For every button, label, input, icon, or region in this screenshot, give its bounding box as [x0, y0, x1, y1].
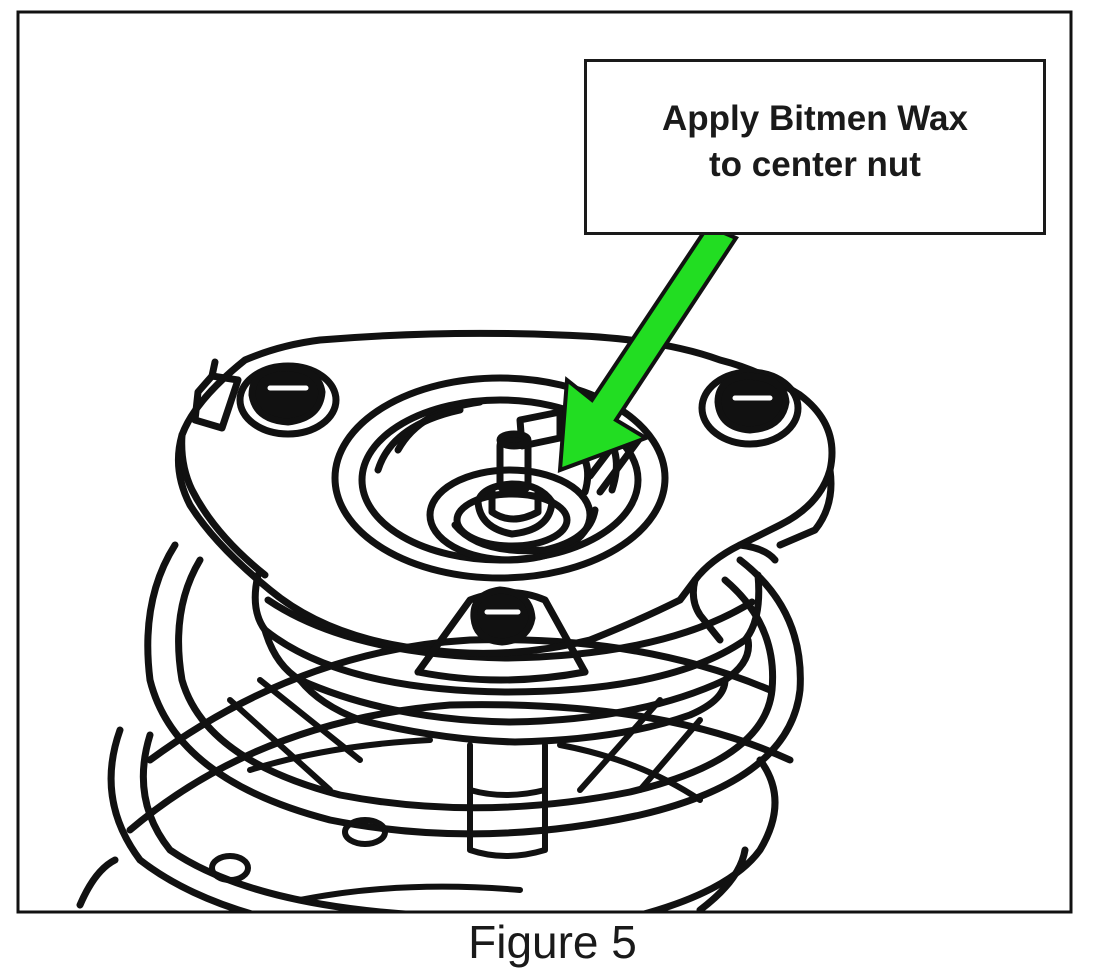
coil-spring	[76, 541, 804, 912]
mount-bolts	[236, 362, 802, 646]
figure-caption: Figure 5	[468, 916, 637, 968]
center-nut	[453, 430, 571, 550]
mount-body	[251, 571, 763, 746]
callout-text-line-1: Apply Bitmen Wax	[662, 99, 968, 138]
spring-seat	[209, 677, 703, 903]
callout-box: Apply Bitmen Wax to center nut	[584, 59, 1046, 235]
strut-body	[467, 742, 548, 859]
green-arrow-icon	[557, 223, 739, 473]
callout-text-line-2: to center nut	[709, 145, 921, 184]
mount-plate	[174, 329, 836, 657]
